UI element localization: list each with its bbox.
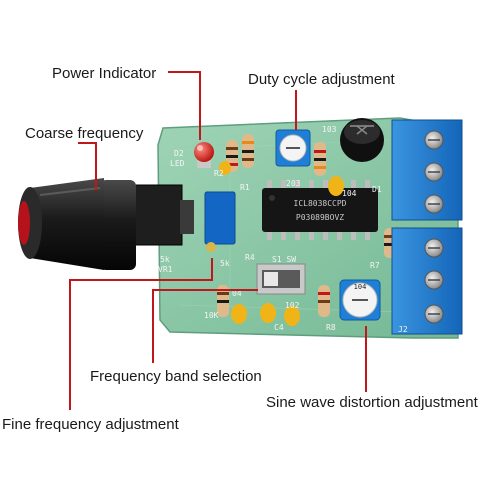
mark-r4: R4 [245, 253, 255, 262]
mark-102: 102 [285, 301, 300, 310]
resistor-10k [217, 285, 229, 317]
duty-cycle-trimmer [275, 129, 311, 167]
mark-r7: R7 [370, 261, 380, 270]
leader-fine [69, 258, 213, 410]
leader-band [152, 289, 258, 363]
mark-s1sw: S1 SW [272, 255, 296, 264]
blue-trimpot [204, 191, 236, 252]
terminal-block-top [391, 119, 463, 221]
label-duty-cycle: Duty cycle adjustment [248, 71, 395, 88]
mark-r1: R1 [240, 183, 250, 192]
mark-203: 203 [286, 179, 301, 188]
leader-coarse [78, 142, 97, 190]
mark-04: 04 [232, 289, 242, 298]
resistor-r8 [318, 285, 330, 317]
mark-r8: R8 [326, 323, 336, 332]
icl8038-chip: ICL8038CCPD P03089BOVZ [262, 180, 378, 240]
leader-lines [69, 71, 367, 410]
electrolytic-capacitor [340, 118, 384, 162]
mark-5k-a: 5k [160, 255, 170, 264]
chip-code: P03089BOVZ [296, 213, 344, 222]
mark-5k-b: 5k [220, 259, 230, 268]
mark-d2: D2 [174, 149, 184, 158]
mark-r2: R2 [214, 169, 224, 178]
mark-103: 103 [322, 125, 337, 134]
power-led [194, 142, 214, 168]
mark-d1: D1 [372, 185, 382, 194]
mark-led: LED [170, 159, 185, 168]
mark-vr1: VR1 [158, 265, 173, 274]
mark-j2: J2 [398, 325, 408, 334]
label-coarse-frequency: Coarse frequency [25, 125, 144, 142]
label-frequency-band: Frequency band selection [90, 368, 262, 385]
terminal-block-bottom [391, 227, 463, 335]
label-power-indicator: Power Indicator [52, 65, 157, 82]
mark-c4: C4 [274, 323, 284, 332]
label-sine-distortion: Sine wave distortion adjustment [266, 394, 478, 411]
mark-104: 104 [342, 189, 357, 198]
band-switch [256, 263, 306, 295]
resistor-r1 [242, 134, 254, 168]
sine-trimmer: 104 [339, 279, 381, 321]
sine-pot-code: 104 [354, 283, 367, 291]
resistor-203 [314, 142, 326, 176]
ceramic-capacitors [219, 161, 344, 326]
coarse-frequency-potentiometer [18, 178, 194, 270]
leader-power [168, 71, 201, 140]
label-fine-frequency: Fine frequency adjustment [2, 416, 179, 433]
silkscreen-marks: D2 LED R2 R1 5k VR1 5k R4 S1 SW 203 104 … [158, 125, 408, 334]
chip-label: ICL8038CCPD [294, 199, 347, 208]
mark-10k: 10K [204, 311, 219, 320]
